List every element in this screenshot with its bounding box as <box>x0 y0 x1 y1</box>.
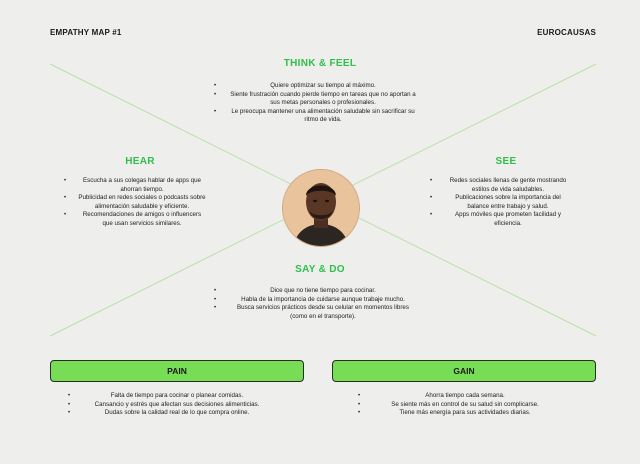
list-item: Publicaciones sobre la importancia del b… <box>430 194 572 211</box>
say-do-list: Dice que no tiene tiempo para cocinar. H… <box>214 287 418 321</box>
list-item: Cansancio y estrés que afectan sus decis… <box>68 401 272 410</box>
list-item: Se siente más en control de su salud sin… <box>358 401 558 410</box>
persona-avatar <box>282 169 360 247</box>
list-item: Dice que no tiene tiempo para cocinar. <box>214 287 418 296</box>
list-item: Recomendaciones de amigos o influencers … <box>64 211 206 228</box>
pain-list: Falta de tiempo para cocinar o planear c… <box>68 392 272 418</box>
list-item: Tiene más energía para sus actividades d… <box>358 409 558 418</box>
list-item: Escucha a sus colegas hablar de apps que… <box>64 177 206 194</box>
list-item: Publicidad en redes sociales o podcasts … <box>64 194 206 211</box>
list-item: Busca servicios prácticos desde su celul… <box>214 304 418 321</box>
list-item: Ahorra tiempo cada semana. <box>358 392 558 401</box>
see-list: Redes sociales llenas de gente mostrando… <box>430 177 572 229</box>
list-item: Falta de tiempo para cocinar o planear c… <box>68 392 272 401</box>
list-item: Dudas sobre la calidad real de lo que co… <box>68 409 272 418</box>
gain-list: Ahorra tiempo cada semana. Se siente más… <box>358 392 558 418</box>
map-title: EMPATHY MAP #1 <box>50 28 122 37</box>
list-item: Apps móviles que prometen facilidad y ef… <box>430 211 572 228</box>
hear-title: HEAR <box>125 156 155 167</box>
brand-name: EUROCAUSAS <box>537 28 596 37</box>
list-item: Le preocupa mantener una alimentación sa… <box>214 108 418 125</box>
list-item: Siente frustración cuando pierde tiempo … <box>214 91 418 108</box>
list-item: Quiere optimizar su tiempo al máximo. <box>214 82 418 91</box>
think-feel-title: THINK & FEEL <box>283 58 357 69</box>
think-feel-list: Quiere optimizar su tiempo al máximo. Si… <box>214 82 418 125</box>
say-do-title: SAY & DO <box>295 264 345 275</box>
see-title: SEE <box>495 156 517 167</box>
persona-portrait-icon <box>283 170 359 246</box>
gain-header: GAIN <box>332 360 596 382</box>
hear-list: Escucha a sus colegas hablar de apps que… <box>64 177 206 229</box>
list-item: Habla de la importancia de cuidarse aunq… <box>214 296 418 305</box>
pain-header: PAIN <box>50 360 304 382</box>
list-item: Redes sociales llenas de gente mostrando… <box>430 177 572 194</box>
